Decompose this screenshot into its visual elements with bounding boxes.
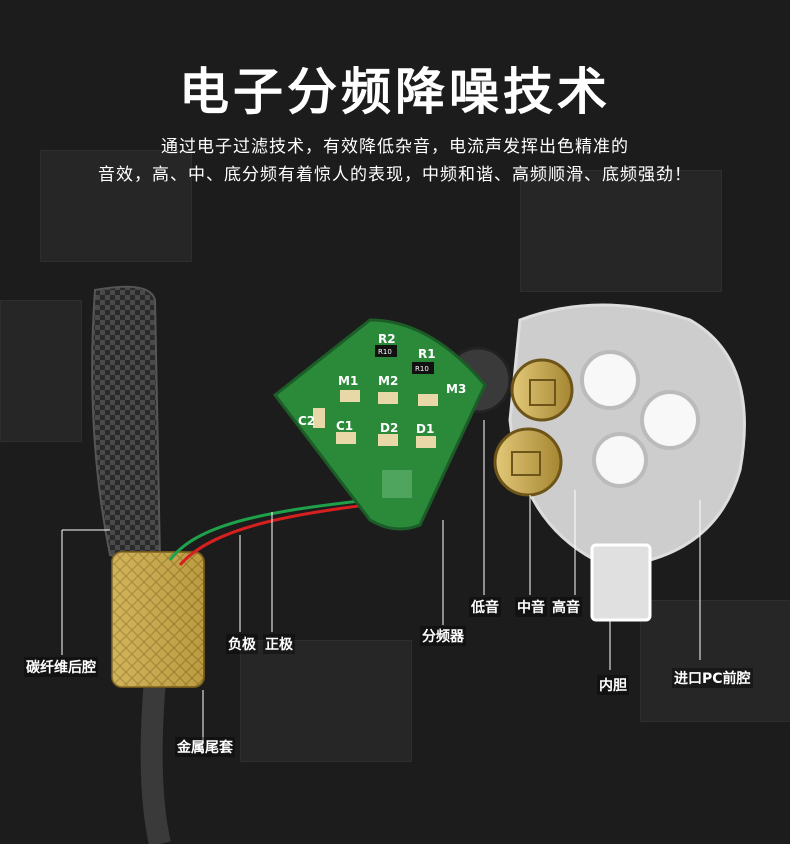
background-block (520, 170, 722, 292)
resistor-text: R10 (415, 365, 429, 373)
carbon-back-cavity (91, 285, 162, 563)
pcb-label-m3: M3 (446, 382, 466, 396)
label-front-cavity: 进口PC前腔 (672, 668, 753, 688)
component-c1 (336, 432, 356, 444)
pcb-label-c2: C2 (298, 414, 315, 428)
background-block (40, 150, 192, 262)
background-block (240, 640, 412, 762)
label-inner-chamber: 内胆 (597, 675, 629, 695)
pcb-label-m2: M2 (378, 374, 398, 388)
background-block (0, 300, 82, 442)
balanced-armature-driver (493, 427, 563, 497)
component-m3 (418, 394, 438, 406)
pcb-label-d2: D2 (380, 421, 398, 435)
page-title: 电子分频降噪技术 (179, 63, 611, 121)
component-d1 (416, 436, 436, 448)
solder-pads (382, 470, 412, 498)
resistor-text: R10 (378, 348, 392, 356)
component-d2 (378, 434, 398, 446)
background-block (640, 600, 790, 722)
pcb-label-m1: M1 (338, 374, 358, 388)
resistor-r1 (412, 362, 434, 374)
nozzle-port (580, 350, 640, 410)
label-carbon-back-cavity: 碳纤维后腔 (24, 657, 98, 677)
component-m1 (340, 390, 360, 402)
label-treble: 高音 (550, 597, 582, 617)
pcb-label-r2: R2 (378, 332, 396, 346)
resistor-r2 (375, 345, 397, 357)
nozzle-port (592, 432, 648, 488)
label-crossover: 分频器 (420, 626, 466, 646)
description-line-2: 音效，高、中、底分频有着惊人的表现，中频和谐、高频顺滑、底频强劲！ (98, 165, 692, 185)
nozzle-port (640, 390, 700, 450)
balanced-armature-driver (510, 358, 574, 422)
wire-negative (168, 496, 386, 561)
label-negative-pole: 负极 (226, 634, 258, 654)
cable (140, 679, 171, 844)
pcb-label-r1: R1 (418, 347, 436, 361)
description-line-1: 通过电子过滤技术，有效降低杂音，电流声发挥出色精准的 (161, 137, 629, 157)
label-bass: 低音 (469, 597, 501, 617)
pcb-label-c1: C1 (336, 419, 353, 433)
pcb-label-d1: D1 (416, 422, 434, 436)
callout-lines (61, 420, 701, 740)
label-mid: 中音 (515, 597, 547, 617)
component-c2 (313, 408, 325, 428)
label-metal-tail-sleeve: 金属尾套 (175, 737, 235, 757)
label-positive-pole: 正极 (263, 634, 295, 654)
inner-chamber (590, 543, 652, 622)
component-m2 (378, 392, 398, 404)
